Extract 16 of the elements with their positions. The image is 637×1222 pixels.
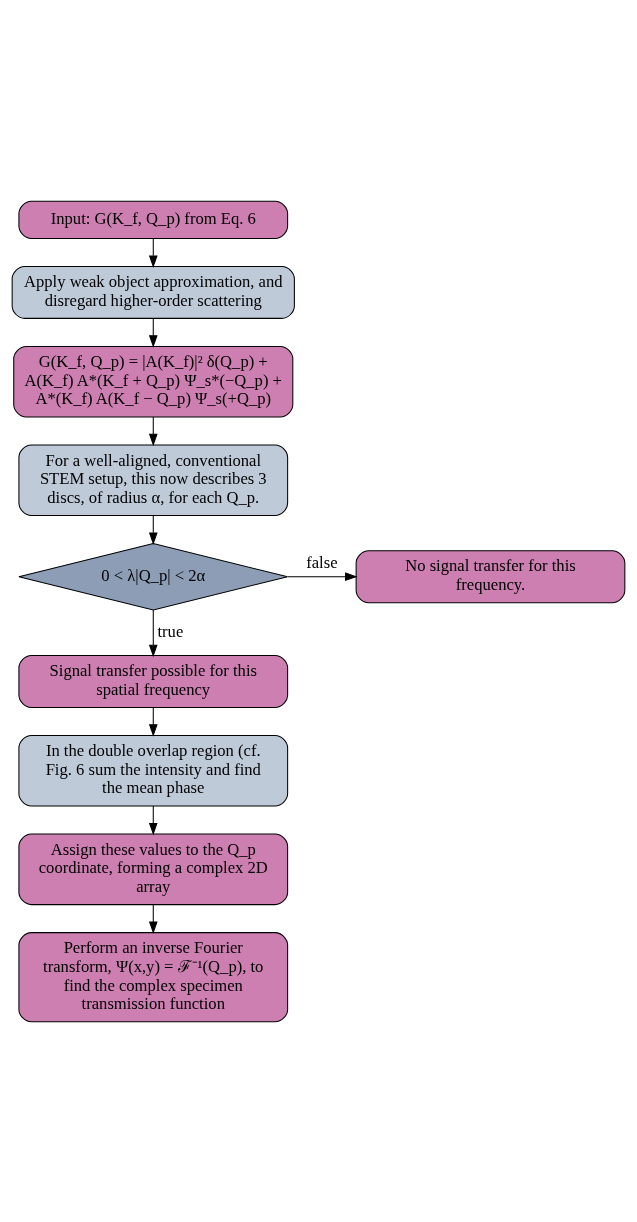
node-box: For a well-aligned, conventional STEM setup, this now describes 3 discs, of radius α, for each Q_p. <box>18 443 289 516</box>
node-box: G(K_f, Q_p) = |A(K_f)|² δ(Q_p) + A(K_f) A*(K_f + Q_p) Ψ_s*(−Q_p) + A*(K_f) A(K_f − Q_p) Ψ_s(+Q_p) <box>13 345 294 417</box>
arrow <box>287 571 358 581</box>
arrow <box>148 805 158 835</box>
node-box: Apply weak object approximation, and disregard higher-order scattering <box>11 265 295 319</box>
node-box: No signal transfer for this frequency. <box>355 549 626 603</box>
node-box: Perform an inverse Fourier transform, Ψ(x,y) = ℱ⁻¹(Q_p), to find the complex specimen transmission function <box>18 931 289 1022</box>
node-box: Assign these values to the Q_p coordinate, forming a complex 2D array <box>18 833 289 905</box>
arrow <box>148 609 158 657</box>
node-box: Signal transfer possible for this spatial frequency <box>18 654 289 708</box>
arrow <box>148 416 158 446</box>
node-box: In the double overlap region (cf. Fig. 6 sum the intensity and find the mean phase <box>18 734 289 807</box>
node-box: Input: G(K_f, Q_p) from Eq. 6 <box>18 200 289 239</box>
node-diamond: 0 < λ|Q_p| < 2α <box>18 542 289 610</box>
edge-label: true <box>157 621 184 641</box>
edge-label: false <box>306 552 338 572</box>
